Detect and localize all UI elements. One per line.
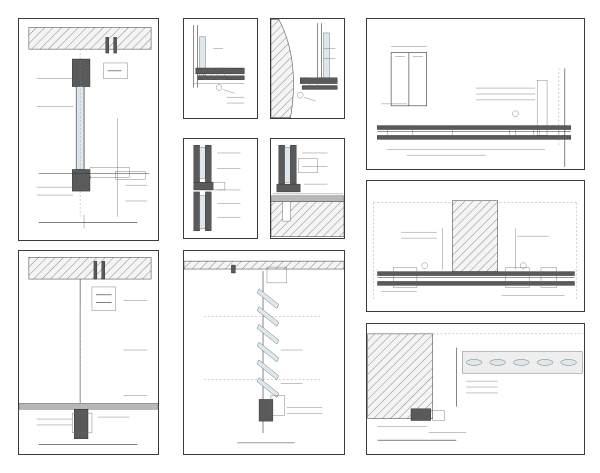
detail-floor-track-drawing bbox=[271, 144, 344, 237]
section-louvre-blades-drawing bbox=[184, 260, 344, 444]
section-fixed-glass-top bbox=[18, 18, 159, 241]
detail-curved-jamb-drawing bbox=[271, 19, 338, 118]
elevation-and-plan-door bbox=[366, 18, 585, 170]
detail-floor-track bbox=[270, 138, 345, 239]
section-louvre-blades bbox=[183, 250, 345, 455]
detail-jamb-sliding-drawing bbox=[193, 25, 245, 104]
plan-wall-opening bbox=[366, 180, 585, 312]
detail-vertical-profile bbox=[183, 138, 258, 239]
plan-wall-opening-drawing bbox=[373, 200, 577, 300]
detail-jamb-sliding bbox=[183, 18, 258, 119]
detail-curved-jamb bbox=[270, 18, 345, 119]
detail-louvre-plan bbox=[366, 323, 585, 455]
louvre-blade-group bbox=[256, 288, 280, 398]
detail-louvre-plan-drawing bbox=[367, 333, 584, 441]
section-fixed-glass-bottom-drawing bbox=[19, 257, 158, 445]
section-fixed-glass-bottom bbox=[18, 250, 159, 455]
louvre-plan-blade-group bbox=[465, 359, 577, 366]
elevation-and-plan-door-drawing bbox=[377, 46, 571, 168]
detail-vertical-profile-drawing bbox=[193, 144, 241, 232]
section-fixed-glass-top-drawing bbox=[28, 27, 152, 229]
